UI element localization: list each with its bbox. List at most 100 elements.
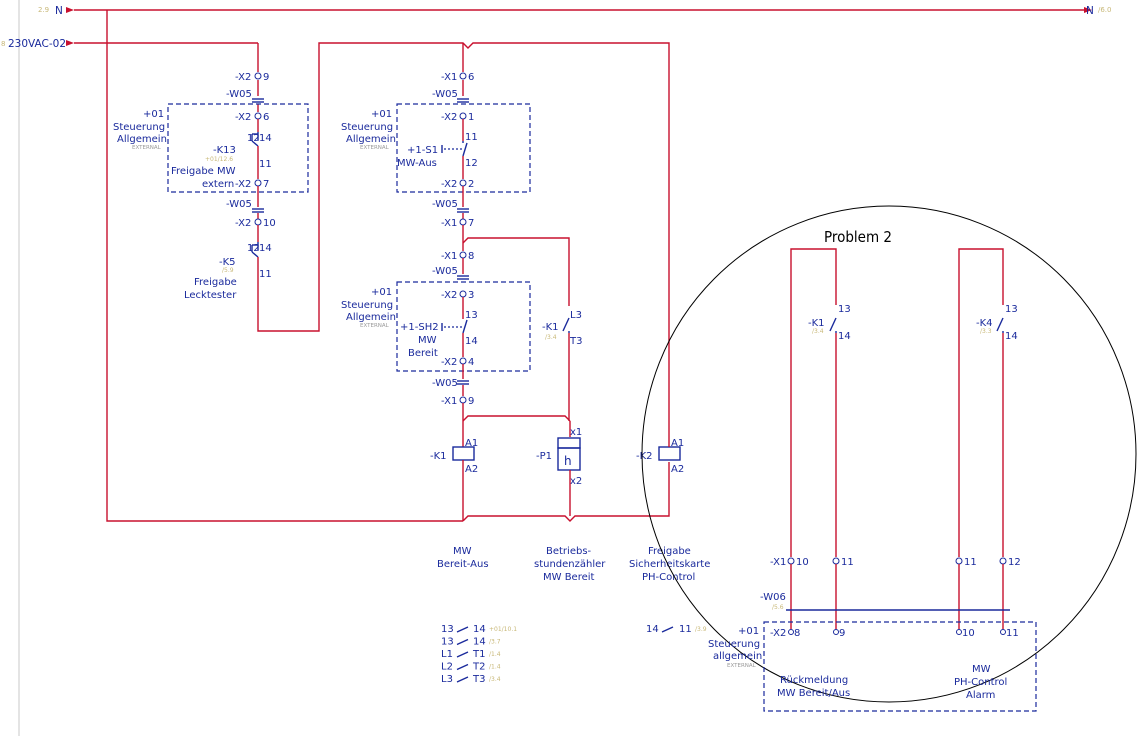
component-ref: /3.3	[980, 328, 992, 335]
xref-contact-symbol	[456, 626, 469, 633]
xref-contact: L2	[441, 662, 453, 673]
xref-contact: 13	[441, 624, 454, 635]
n-rail: 2.9 N N /6.0	[38, 5, 1112, 17]
coil-terminal: A1	[465, 438, 478, 449]
terminal	[459, 72, 467, 80]
terminal-number: 9	[839, 628, 845, 639]
component-ref: /3.4	[545, 334, 557, 341]
terminal-number: 10	[263, 218, 276, 229]
vac-label: 230VAC-02	[8, 38, 66, 50]
terminal-label: -X2	[441, 112, 457, 123]
coil-terminal: A1	[671, 438, 684, 449]
column-caption: MW	[453, 546, 472, 557]
external-box	[167, 103, 309, 193]
location-label: Steuerung	[113, 122, 165, 133]
component-label: -P1	[536, 451, 552, 462]
problem-title: Problem 2	[824, 228, 892, 246]
contact-number: L3	[570, 310, 582, 321]
terminal	[254, 72, 262, 80]
xref-contact-symbol	[456, 651, 469, 658]
location-label: allgemein	[713, 651, 762, 662]
terminal-number: 9	[263, 72, 269, 83]
xref-contact: T2	[472, 662, 485, 673]
cable-label: -W05	[226, 199, 252, 210]
xref-contact: 14	[473, 637, 486, 648]
location-label: +01	[143, 109, 164, 120]
component-label: +1-S1	[407, 145, 438, 156]
xref-contact: T3	[472, 674, 485, 685]
neutral-loop	[106, 10, 670, 522]
xref-ref: /3.4	[489, 676, 501, 683]
contact-number: 14	[465, 336, 478, 347]
terminal-number: 8	[468, 251, 474, 262]
terminal	[459, 290, 467, 298]
location-label: +01	[371, 109, 392, 120]
terminal-number: 7	[263, 179, 269, 190]
n-right-label: N	[1086, 5, 1094, 17]
terminal-number: 4	[468, 357, 474, 368]
box-caption: MW	[972, 664, 991, 675]
xref-contact: L1	[441, 649, 453, 660]
component-label: -K13	[213, 145, 236, 156]
column-2: -X1 6 -W05 +01 Steuerung Allgemein EXTER…	[341, 43, 571, 570]
column-4: A1 A2 -K2 Freigabe Sicherheitskarte PH-C…	[629, 438, 710, 583]
terminal	[1000, 629, 1006, 635]
column-caption: Sicherheitskarte	[629, 559, 710, 570]
terminal-number: 7	[468, 218, 474, 229]
xref-ref: /3.7	[489, 639, 501, 646]
xref-ref: /1.4	[489, 664, 501, 671]
terminal	[956, 629, 962, 635]
terminal-label: -X2	[770, 628, 786, 639]
function-label: MW-Aus	[397, 158, 437, 169]
contact-number: 14	[259, 133, 272, 144]
component-label: -K1	[542, 322, 559, 333]
contact-number: 13	[465, 310, 478, 321]
terminal	[459, 357, 467, 365]
terminal-number: 11	[1006, 628, 1019, 639]
arrow-right-icon	[66, 40, 74, 46]
vac-ref: 8	[1, 40, 5, 48]
function-label: MW	[418, 335, 437, 346]
terminal	[459, 396, 467, 404]
terminal-number: 2	[468, 179, 474, 190]
box-caption: MW Bereit/Aus	[777, 688, 850, 699]
column-caption: Bereit-Aus	[437, 559, 489, 570]
cable-label: -W06	[760, 592, 786, 603]
component-label: -K1	[808, 318, 825, 329]
terminal	[787, 557, 795, 565]
component-label: +1-SH2	[400, 322, 439, 333]
terminal	[459, 218, 467, 226]
arrow-right-icon	[66, 7, 74, 13]
xref-contact-symbol	[456, 676, 469, 683]
xref-contact: 13	[441, 637, 454, 648]
contact-number: 14	[259, 243, 272, 254]
xref-ref: +01/10.1	[489, 626, 517, 633]
contact-number: 14	[1005, 331, 1018, 342]
k2-contact-table: 14 11 /3.9	[646, 624, 707, 635]
terminal-number: 12	[1008, 557, 1021, 568]
external-tag: EXTERNAL	[360, 323, 390, 329]
component-ref: /3.4	[812, 328, 824, 335]
location-label: Steuerung	[708, 639, 760, 650]
xref-contact: 11	[679, 624, 692, 635]
location-label: Steuerung	[341, 300, 393, 311]
xref-contact: L3	[441, 674, 453, 685]
function-label: Lecktester	[184, 290, 237, 301]
component-label: -K2	[636, 451, 653, 462]
location-label: +01	[738, 626, 759, 637]
terminal-number: 3	[468, 290, 474, 301]
cable-label: -W05	[432, 378, 458, 389]
column-caption: stundenzähler	[534, 559, 606, 570]
terminal	[788, 629, 794, 635]
terminal-label: -X2	[235, 72, 251, 83]
terminal-number: 10	[796, 557, 809, 568]
box-caption: Rückmeldung	[780, 675, 848, 686]
external-tag: EXTERNAL	[132, 145, 162, 151]
hour-meter	[557, 447, 581, 471]
meter-terminal: x2	[570, 476, 582, 487]
cable-label: -W05	[432, 199, 458, 210]
box-caption: PH-Control	[954, 677, 1007, 688]
external-box	[763, 621, 1037, 712]
terminal-number: 10	[962, 628, 975, 639]
xref-contact: T1	[472, 649, 485, 660]
